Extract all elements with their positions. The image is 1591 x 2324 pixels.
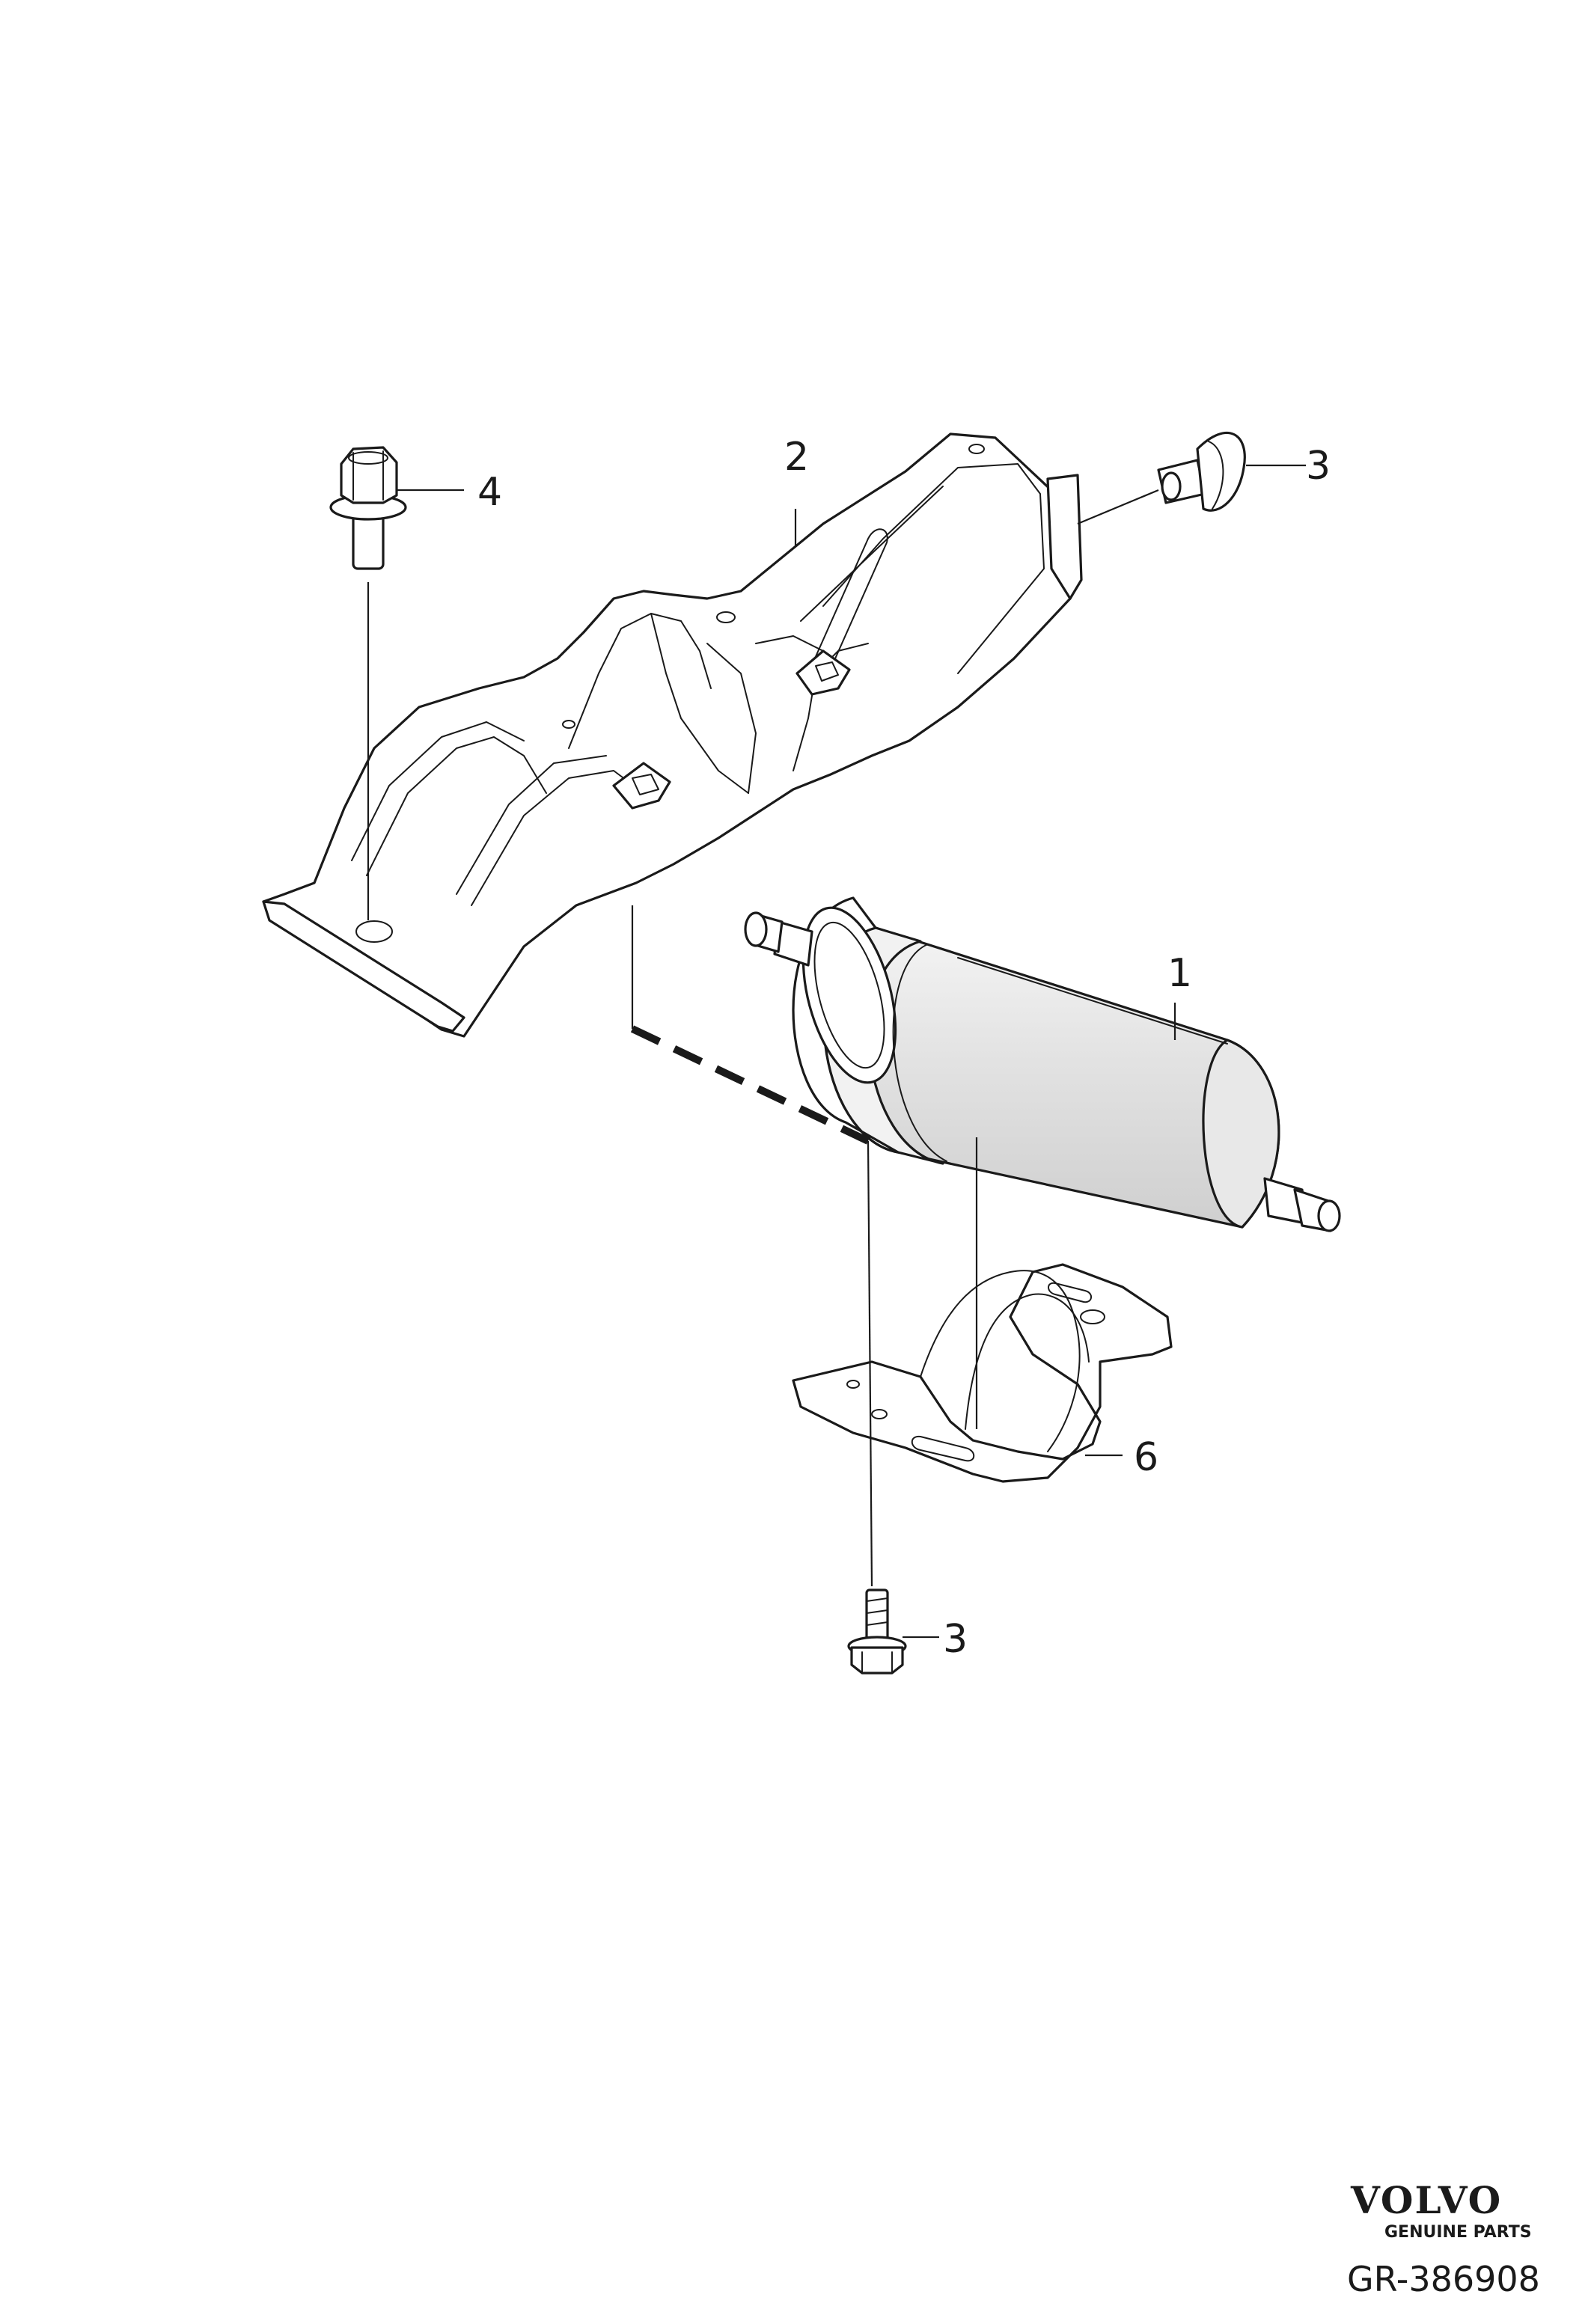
callout-bracket: 2 — [784, 435, 809, 480]
leader-lines — [367, 464, 1306, 1639]
flange-screw-top — [1157, 432, 1246, 512]
genuine-parts-label: GENUINE PARTS — [1384, 2223, 1532, 2242]
callout-filter: 1 — [1167, 951, 1192, 996]
callout-screw-bottom: 3 — [943, 1617, 968, 1662]
callout-clamp: 6 — [1134, 1435, 1158, 1480]
diagram-reference: GR-386908 — [1347, 2259, 1540, 2299]
hex-bolt — [329, 446, 407, 570]
flange-screw-bottom — [847, 1588, 907, 1675]
volvo-logo: VOLVO — [1350, 2178, 1502, 2222]
fuel-filter — [744, 896, 1341, 1232]
callout-screw-top: 3 — [1306, 444, 1331, 489]
callout-bolt: 4 — [477, 470, 502, 515]
mounting-bracket — [262, 432, 1083, 1038]
filter-clamp — [792, 1263, 1173, 1483]
